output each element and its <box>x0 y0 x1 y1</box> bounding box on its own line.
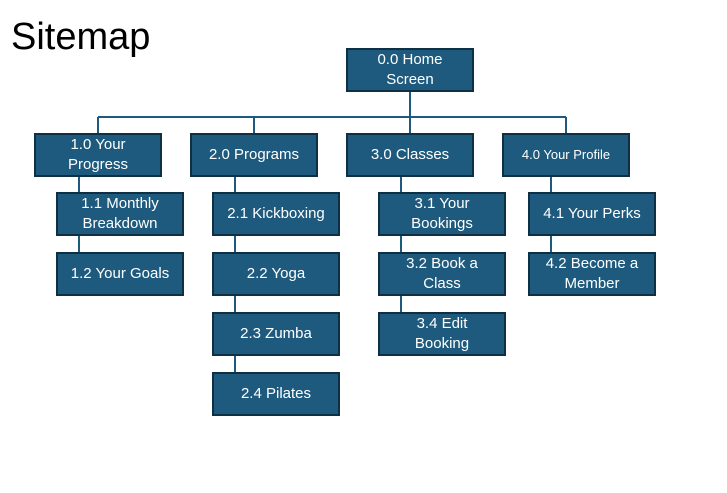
node-section-1-0-your-progress[interactable]: 1.0 Your Progress <box>34 133 162 177</box>
node-home-screen[interactable]: 0.0 Home Screen <box>346 48 474 92</box>
node-page-2-1-kickboxing[interactable]: 2.1 Kickboxing <box>212 192 340 236</box>
node-page-3-2-book-a-class[interactable]: 3.2 Book a Class <box>378 252 506 296</box>
node-page-4-1-your-perks[interactable]: 4.1 Your Perks <box>528 192 656 236</box>
node-page-2-4-pilates[interactable]: 2.4 Pilates <box>212 372 340 416</box>
node-page-4-2-become-a-member[interactable]: 4.2 Become a Member <box>528 252 656 296</box>
node-page-1-1-monthly-breakdown[interactable]: 1.1 Monthly Breakdown <box>56 192 184 236</box>
node-page-2-2-yoga[interactable]: 2.2 Yoga <box>212 252 340 296</box>
node-page-1-2-your-goals[interactable]: 1.2 Your Goals <box>56 252 184 296</box>
node-page-3-4-edit-booking[interactable]: 3.4 Edit Booking <box>378 312 506 356</box>
page-title: Sitemap <box>11 16 151 58</box>
node-section-2-0-programs[interactable]: 2.0 Programs <box>190 133 318 177</box>
node-section-4-0-your-profile[interactable]: 4.0 Your Profile <box>502 133 630 177</box>
node-section-3-0-classes[interactable]: 3.0 Classes <box>346 133 474 177</box>
node-page-3-1-your-bookings[interactable]: 3.1 Your Bookings <box>378 192 506 236</box>
node-page-2-3-zumba[interactable]: 2.3 Zumba <box>212 312 340 356</box>
